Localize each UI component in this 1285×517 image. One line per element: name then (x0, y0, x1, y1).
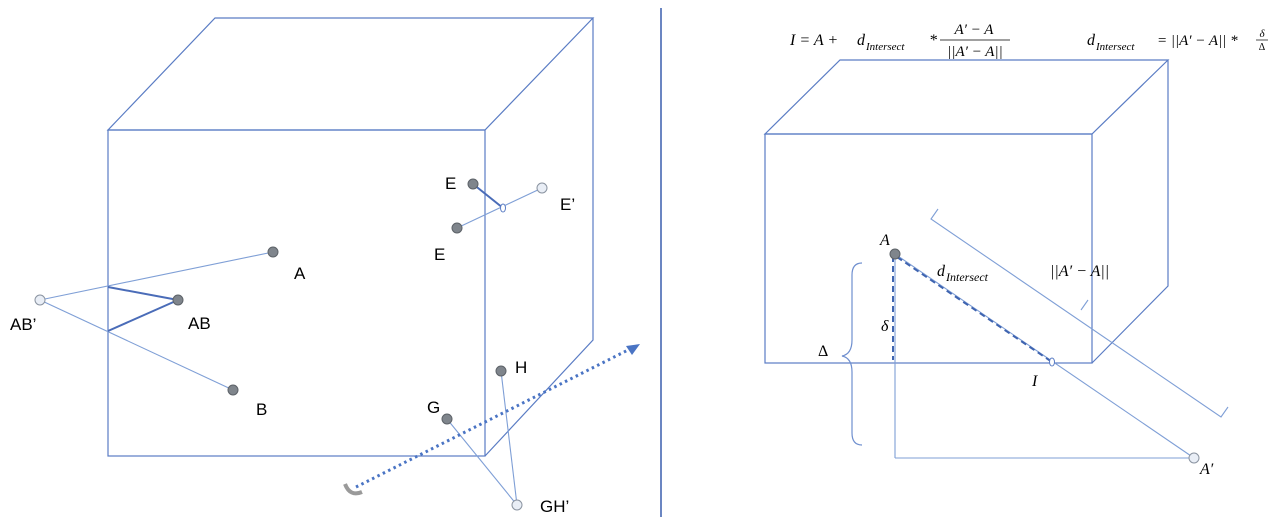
point-b (227, 384, 239, 396)
label-e-upper: E (445, 174, 456, 193)
label-d-intersect: d (937, 263, 946, 280)
label-i: I (1031, 373, 1038, 390)
formula-d-denominator: Δ (1259, 42, 1266, 53)
formula-d-d: d (1087, 32, 1096, 49)
formula-d-rhs: = ||A′ − A|| * (1157, 33, 1238, 49)
intersection-marker-e (500, 203, 506, 213)
segment-ab-lower (107, 299, 179, 332)
camera-icon (343, 483, 363, 496)
norm-bracket (930, 208, 1229, 418)
formula-intersection-point: I = A + d Intersect * A′ − A ||A′ − A|| (789, 22, 1010, 60)
dotted-ray-arrowhead (626, 344, 640, 355)
formula-i-numerator: A′ − A (954, 22, 995, 38)
left-panel: A B AB AB’ E E E’ G H GH’ (10, 17, 640, 516)
point-gh-prime (511, 499, 523, 511)
point-a (267, 246, 279, 258)
label-g: G (427, 398, 440, 417)
left-cube (106, 17, 595, 457)
label-e-lower: E (434, 245, 445, 264)
point-e-upper (467, 178, 479, 190)
right-cube (763, 59, 1170, 364)
triangle-hypotenuse (894, 253, 1195, 459)
formula-i-lhs: I = A + (789, 32, 838, 49)
right-cube-front-face (764, 133, 1093, 364)
label-e-prime: E’ (560, 195, 575, 214)
d-intersect-dashed-segment (896, 256, 1053, 363)
label-norm: ||A′ − A|| (1050, 263, 1109, 280)
right-panel: I = A + d Intersect * A′ − A ||A′ − A|| … (763, 22, 1268, 478)
formula-d-sub: Intersect (1095, 41, 1135, 53)
dotted-ray (355, 346, 633, 489)
label-b: B (256, 400, 267, 419)
right-cube-top-face (763, 59, 1170, 135)
label-a-prime-right: A′ (1199, 461, 1214, 478)
label-h: H (515, 358, 527, 377)
ray-ab-prime-to-b (39, 299, 234, 391)
point-h (495, 365, 507, 377)
ray-ab-prime-to-a (39, 251, 274, 301)
delta-brace (841, 262, 863, 446)
formula-d-numerator: δ (1259, 28, 1265, 40)
point-a-right (889, 248, 901, 260)
formula-distance: d Intersect = ||A′ − A|| * δ Δ (1087, 28, 1268, 53)
label-a-right: A (879, 232, 890, 249)
point-ab-prime (34, 294, 46, 306)
segment-e-upper (472, 183, 504, 209)
label-ab: AB (188, 314, 211, 333)
norm-bracket-tick (1080, 299, 1089, 311)
left-cube-top-face (106, 17, 595, 131)
right-cube-side-face (1091, 60, 1169, 364)
left-cube-side-face (484, 18, 594, 457)
formula-i-d-sub: Intersect (865, 41, 905, 53)
ray-g-to-gh-prime (446, 418, 518, 506)
point-ab (172, 294, 184, 306)
intersection-marker-i (1049, 357, 1055, 367)
formula-i-denominator: ||A′ − A|| (947, 44, 1002, 60)
label-delta-big: Δ (818, 343, 828, 360)
label-d-intersect-sub: Intersect (945, 270, 989, 284)
point-a-prime-right (1188, 452, 1200, 464)
formula-i-times: * (929, 32, 937, 49)
label-delta-small: δ (881, 318, 889, 335)
point-g (441, 413, 453, 425)
segment-ab-upper (107, 286, 179, 301)
ray-h-to-gh-prime (500, 370, 518, 506)
formula-i-d: d (857, 32, 866, 49)
label-ab-prime: AB’ (10, 315, 36, 334)
point-e-lower (451, 222, 463, 234)
label-gh-prime: GH’ (540, 497, 569, 516)
ray-e-to-e-prime (456, 187, 543, 229)
label-a: A (294, 264, 306, 283)
point-e-prime (536, 182, 548, 194)
